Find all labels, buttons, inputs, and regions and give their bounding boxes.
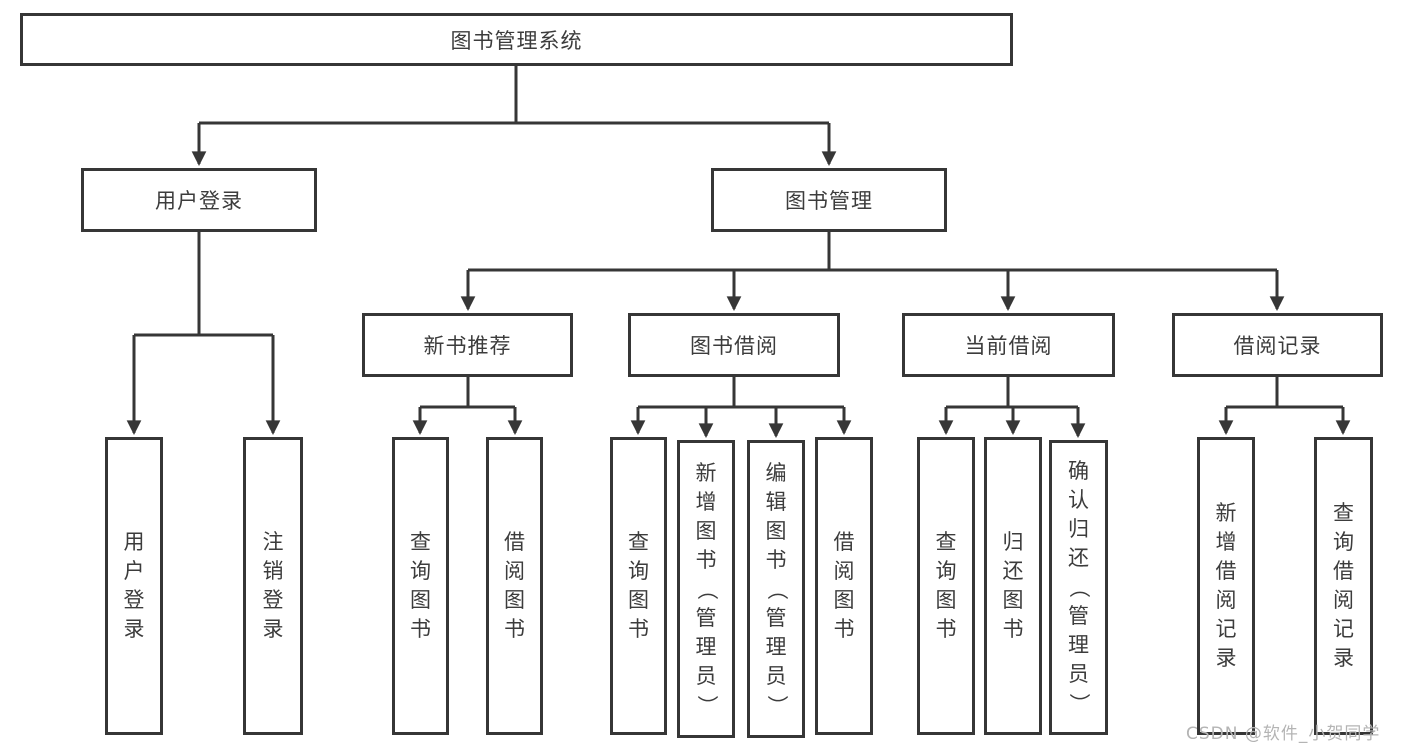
- leaf-logout: 注销登录: [243, 437, 303, 735]
- node-new-book-recommend: 新书推荐: [362, 313, 573, 377]
- node-book-management: 图书管理: [711, 168, 947, 232]
- node-borrow-records: 借阅记录: [1172, 313, 1383, 377]
- node-system-root: 图书管理系统: [20, 13, 1013, 66]
- leaf-query-borrow-record: 查询借阅记录: [1314, 437, 1373, 735]
- leaf-add-book-admin: 新增图书（管理员）: [677, 440, 735, 738]
- leaf-query-books-current: 查询图书: [917, 437, 975, 735]
- leaf-user-login: 用户登录: [105, 437, 163, 735]
- leaf-query-books-borrow: 查询图书: [610, 437, 667, 735]
- leaf-return-book: 归还图书: [984, 437, 1042, 735]
- leaf-edit-book-admin: 编辑图书（管理员）: [747, 440, 805, 738]
- node-current-borrow: 当前借阅: [902, 313, 1115, 377]
- node-user-login: 用户登录: [81, 168, 317, 232]
- node-book-borrow: 图书借阅: [628, 313, 840, 377]
- leaf-borrow-books-recommend: 借阅图书: [486, 437, 543, 735]
- leaf-borrow-books-borrow: 借阅图书: [815, 437, 873, 735]
- leaf-query-books-recommend: 查询图书: [392, 437, 449, 735]
- watermark: CSDN @软件_小贺同学: [1186, 724, 1381, 744]
- leaf-add-borrow-record: 新增借阅记录: [1197, 437, 1255, 735]
- leaf-confirm-return-admin: 确认归还（管理员）: [1049, 440, 1108, 735]
